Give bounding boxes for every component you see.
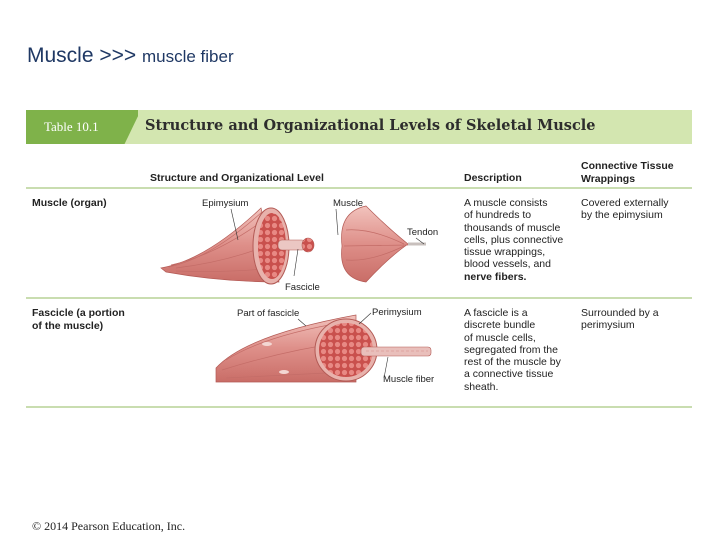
description-muscle: A muscle consists of hundreds to thousan… <box>464 197 563 283</box>
leader-lines-row1 <box>230 208 425 277</box>
row-label-muscle: Muscle (organ) <box>32 197 107 209</box>
row-divider <box>26 297 692 299</box>
description-line: discrete bundle <box>464 319 536 332</box>
column-header-description: Description <box>464 172 522 184</box>
slide-title-main: Muscle >>> <box>27 44 142 67</box>
description-bold-term: nerve fibers. <box>464 270 527 283</box>
description-line: thousands of muscle <box>464 221 561 234</box>
label-part-of-fascicle: Part of fascicle <box>237 308 300 319</box>
slide-title: Muscle >>> muscle fiber <box>27 44 234 68</box>
table-number: Table 10.1 <box>44 119 99 134</box>
label-tendon: Tendon <box>407 227 439 238</box>
column-header-connective: Connective Tissue Wrappings <box>581 160 674 185</box>
table-bottom-rule <box>26 406 692 408</box>
row-label-line: Fascicle (a portion <box>32 307 125 319</box>
description-line: cells, plus connective <box>464 233 564 246</box>
label-epimysium: Epimysium <box>202 198 249 209</box>
table-number-tab: Table 10.1 <box>26 110 138 144</box>
leader-lines-row2 <box>297 312 389 379</box>
organization-table: Table 10.1 Structure and Organizational … <box>26 110 692 410</box>
fascicle-drawing <box>215 314 432 383</box>
copyright-footer: © 2014 Pearson Education, Inc. <box>32 519 186 533</box>
description-fascicle: A fascicle is a discrete bundle of muscl… <box>464 307 561 393</box>
muscle-illustrations <box>160 205 432 383</box>
column-header-connective-line1: Connective Tissue <box>581 160 674 172</box>
wrapping-line: by the epimysium <box>581 209 663 222</box>
column-header-level: Structure and Organizational Level <box>150 172 324 184</box>
description-line: A muscle consists <box>464 197 548 209</box>
label-fascicle: Fascicle <box>285 282 320 293</box>
description-line: tissue wrappings, <box>464 246 546 259</box>
wrapping-fascicle: Surrounded by a perimysium <box>581 307 659 332</box>
description-line: blood vessels, and <box>464 258 551 271</box>
description-line: of muscle cells, <box>464 331 536 344</box>
row-label-fascicle: Fascicle (a portion of the muscle) <box>32 307 125 332</box>
description-line: segregated from the <box>464 343 558 356</box>
label-muscle: Muscle <box>333 198 364 209</box>
description-line: a connective tissue <box>464 368 554 381</box>
row-label-line: of the muscle) <box>32 319 104 332</box>
muscle-whole-drawing <box>341 205 426 283</box>
wrapping-line: Surrounded by a <box>581 307 659 319</box>
table-title: Structure and Organizational Levels of S… <box>145 117 596 134</box>
wrapping-line: Covered externally <box>581 197 669 209</box>
label-muscle-fiber: Muscle fiber <box>383 374 435 385</box>
description-line: sheath. <box>464 380 499 393</box>
slide-title-sub: muscle fiber <box>141 47 234 66</box>
description-line: A fascicle is a <box>464 307 528 319</box>
label-perimysium: Perimysium <box>372 307 422 318</box>
muscle-cut-drawing <box>160 207 315 285</box>
wrapping-muscle: Covered externally by the epimysium <box>581 197 669 222</box>
wrapping-line: perimysium <box>581 319 635 332</box>
description-line: rest of the muscle by <box>464 356 561 369</box>
header-divider <box>26 187 692 189</box>
description-line: of hundreds to <box>464 209 532 222</box>
column-header-connective-line2: Wrappings <box>581 172 636 185</box>
